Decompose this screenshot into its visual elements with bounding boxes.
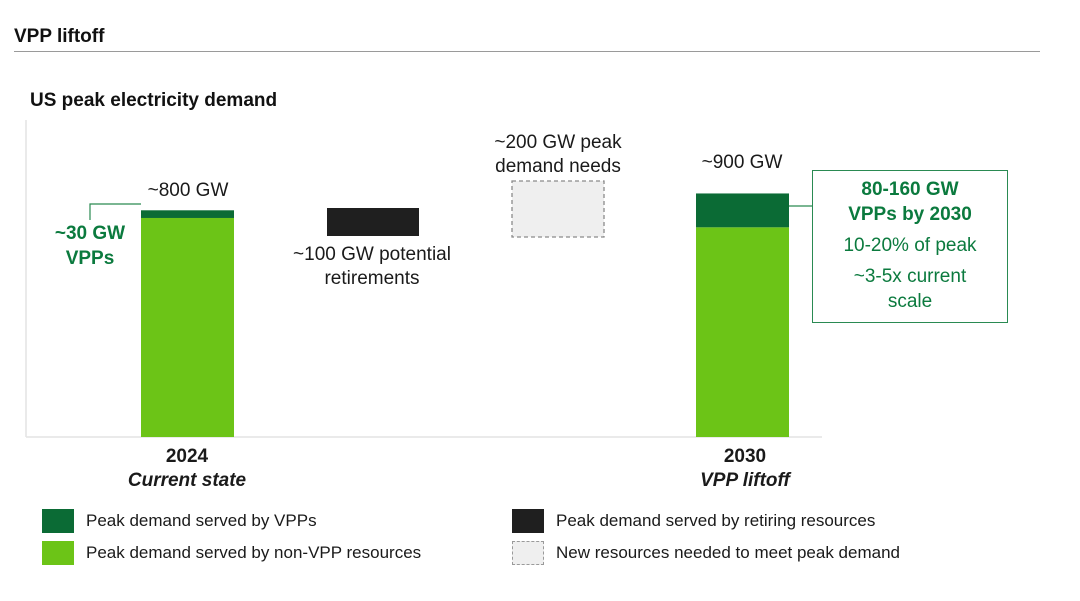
x-label-2030-subtitle: VPP liftoff <box>700 470 790 491</box>
bar-2024-non-vpp <box>141 217 234 437</box>
x-label-2024: 2024 Current state <box>87 445 287 493</box>
retirements-block <box>327 208 419 236</box>
new-needs-label-line1: ~200 GW peak <box>494 132 622 153</box>
legend-label-new-needs: New resources needed to meet peak demand <box>556 543 900 562</box>
new-needs-block <box>511 180 605 238</box>
callout-share: 10-20% of peak <box>843 235 977 256</box>
callout-headline-line1: 80-160 GW <box>861 179 959 200</box>
legend-label-non-vpp: Peak demand served by non-VPP resources <box>86 543 422 562</box>
x-label-2024-year: 2024 <box>165 446 209 467</box>
new-needs-label: ~200 GW peak demand needs <box>468 131 648 179</box>
legend-item-vpp: Peak demand served by VPPs <box>42 509 317 533</box>
legend-item-retiring: Peak demand served by retiring resources <box>512 509 875 533</box>
total-label-2024: ~800 GW <box>147 180 229 201</box>
legend-swatch-retiring <box>512 509 544 533</box>
x-label-2024-subtitle: Current state <box>127 470 247 491</box>
legend-item-new-needs: New resources needed to meet peak demand <box>512 541 900 565</box>
callout-scale: ~3-5x current scale <box>813 264 1007 314</box>
x-label-2030: 2030 VPP liftoff <box>645 445 845 493</box>
legend-label-vpp: Peak demand served by VPPs <box>86 511 317 530</box>
bar-2030-non-vpp <box>696 227 789 437</box>
section-divider <box>14 51 1040 52</box>
legend-item-non-vpp: Peak demand served by non-VPP resources <box>42 541 421 565</box>
vpp-2024-text: VPPs <box>65 248 115 269</box>
legend-swatch-new-needs <box>512 541 544 565</box>
callout-headline-line2: VPPs by 2030 <box>848 204 972 225</box>
x-label-2030-year: 2030 <box>723 446 767 467</box>
retirements-label: ~100 GW potential retirements <box>270 243 474 291</box>
callout-scale-line1: ~3-5x current <box>853 266 967 287</box>
retirements-label-line2: retirements <box>324 268 420 289</box>
total-label-2030: ~900 GW <box>701 152 783 173</box>
legend-swatch-vpp <box>42 509 74 533</box>
legend-label-retiring: Peak demand served by retiring resources <box>556 511 876 530</box>
vpp-2024-connector <box>89 203 141 220</box>
vpp-2030-callout: 80-160 GW VPPs by 2030 10-20% of peak ~3… <box>812 170 1008 323</box>
legend-swatch-non-vpp <box>42 541 74 565</box>
new-needs-label-line2: demand needs <box>495 156 621 177</box>
retirements-label-line1: ~100 GW potential <box>293 244 451 265</box>
bar-2024-vpp <box>141 210 234 218</box>
vpp-2024-label: ~30 GW VPPs <box>38 221 142 271</box>
chart-title: US peak electricity demand <box>30 90 278 111</box>
callout-scale-line2: scale <box>887 291 933 312</box>
vpp-2024-value: ~30 GW <box>54 223 126 244</box>
callout-headline: 80-160 GW VPPs by 2030 <box>813 177 1007 227</box>
bar-2030-vpp <box>696 193 789 228</box>
section-title: VPP liftoff <box>14 26 105 47</box>
